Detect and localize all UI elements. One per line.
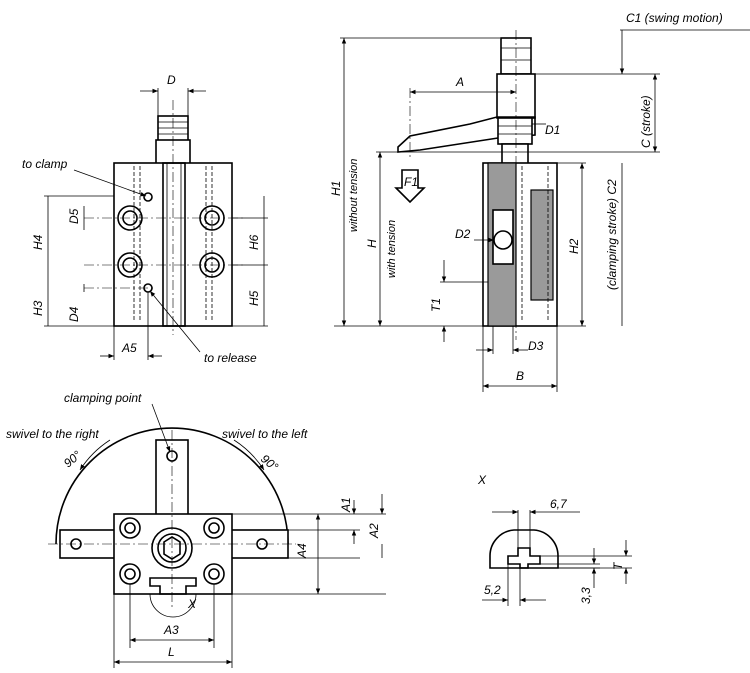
- force-f1-label: F1: [404, 175, 418, 189]
- dim-d-label: D: [167, 73, 176, 87]
- clamping-point-label: clamping point: [64, 391, 142, 405]
- dim-b-label: B: [516, 369, 524, 383]
- dim-a-label: A: [455, 75, 464, 89]
- dim-t1-label: T1: [429, 298, 443, 312]
- detail-x-view: X 6,7 T 5,2 3,3: [477, 473, 632, 606]
- dim-a4-label: A4: [295, 543, 309, 559]
- to-release-label: to release: [204, 351, 257, 365]
- dim-d1-label: D1: [545, 123, 560, 137]
- with-tension-label: with tension: [386, 220, 398, 278]
- dim-h2-label: H2: [567, 238, 581, 254]
- dim-h5-label: H5: [247, 290, 261, 306]
- side-view: F1 A D1 H1 without tension H with tensio…: [329, 11, 750, 392]
- dim-d3-label: D3: [528, 339, 544, 353]
- dim-h6-label: H6: [247, 234, 261, 250]
- dim-d2-label: D2: [455, 227, 471, 241]
- to-clamp-label: to clamp: [22, 157, 68, 171]
- plan-x-label: X: [187, 597, 197, 611]
- dim-h4-label: H4: [31, 234, 45, 250]
- dim-5-2-label: 5,2: [484, 583, 501, 597]
- dim-a1-label: A1: [339, 497, 353, 513]
- dim-h3-label: H3: [31, 300, 45, 316]
- dim-3-3-label: 3,3: [579, 587, 593, 604]
- detail-x-label: X: [477, 473, 487, 487]
- front-view: D to clamp to release H4 H3 D5 D4 A5 H6 …: [22, 73, 268, 365]
- dim-c2-label: (clamping stroke) C2: [605, 179, 619, 290]
- dim-t-label: T: [611, 561, 625, 570]
- dim-l-label: L: [168, 645, 175, 659]
- dim-h-label: H: [365, 239, 379, 248]
- dim-c1-label: C1 (swing motion): [626, 11, 723, 25]
- deg-right-label: 90°: [61, 448, 84, 471]
- dim-d5-label: D5: [67, 208, 81, 224]
- dim-c-label: C (stroke): [639, 95, 653, 148]
- plan-view: 90° 90° clamping point swivel to the rig…: [6, 391, 386, 668]
- dim-h1-label: H1: [329, 181, 343, 196]
- dim-d4-label: D4: [67, 306, 81, 322]
- swivel-right-label: swivel to the right: [6, 427, 99, 441]
- dim-a3-label: A3: [163, 623, 179, 637]
- dim-a5-label: A5: [121, 341, 137, 355]
- plan-body: [113, 513, 233, 595]
- dim-6-7-label: 6,7: [550, 497, 568, 511]
- swivel-left-label: swivel to the left: [222, 427, 308, 441]
- dim-a2-label: A2: [367, 523, 381, 539]
- without-tension-label: without tension: [348, 159, 360, 232]
